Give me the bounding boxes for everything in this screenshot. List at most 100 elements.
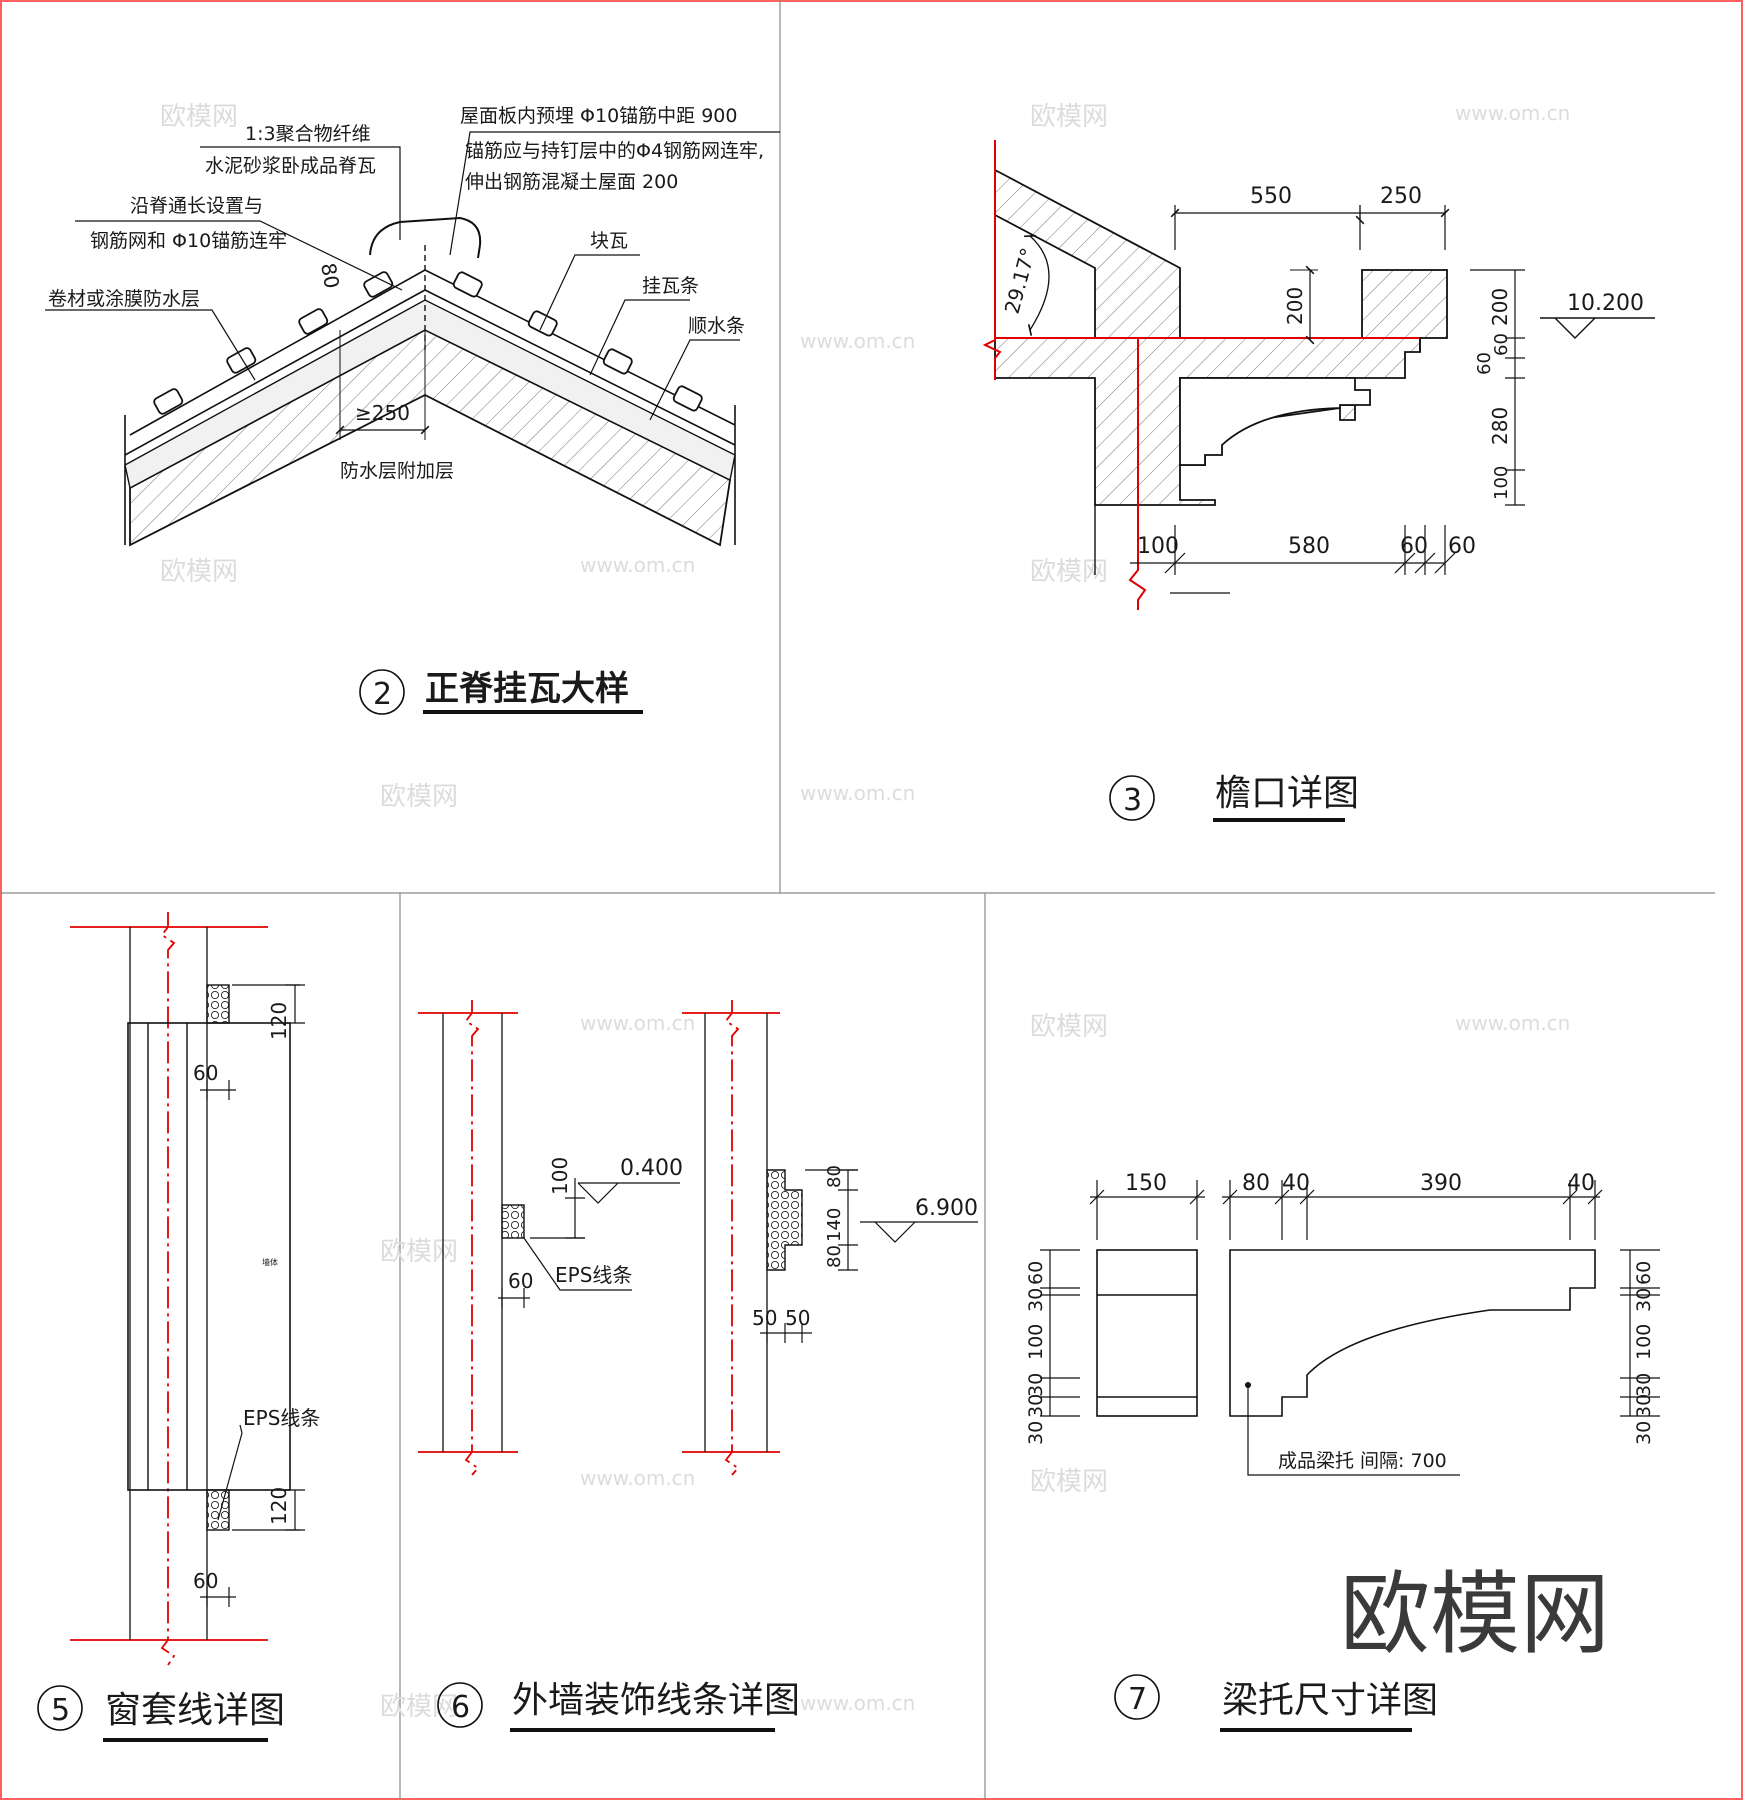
- watermark-text: 欧模网: [160, 102, 238, 132]
- watermark-text: 欧模网: [160, 557, 238, 587]
- dim-v-30b: 30: [1025, 1373, 1047, 1397]
- dim-w-40a: 40: [1282, 1171, 1310, 1196]
- callout-anchor-1: 屋面板内预埋 Φ10锚筋中距 900: [460, 105, 737, 127]
- dim-b-50a: 50: [752, 1306, 777, 1330]
- dim-w-390: 390: [1420, 1171, 1462, 1196]
- callout-tile: 块瓦: [590, 230, 628, 252]
- eps-line-b: [766, 1169, 803, 1271]
- elevation-6900: 6.900: [915, 1196, 978, 1221]
- wall-text: 墙体: [262, 1257, 278, 1267]
- watermark-url: www.om.cn: [580, 1466, 695, 1490]
- watermark-url: www.om.cn: [800, 329, 915, 353]
- watermark-url: www.om.cn: [1455, 101, 1570, 125]
- membrane-line: [124, 289, 426, 456]
- label-eps-a: EPS线条: [555, 1263, 632, 1287]
- callout-membrane: 卷材或涂膜防水层: [48, 288, 200, 310]
- detail-number: 2: [373, 677, 392, 712]
- watermark-text: 欧模网: [1030, 1467, 1108, 1497]
- dim-right-60b: 60: [1474, 352, 1495, 375]
- panel-beam-bracket: 成品梁托 间隔: 700 150 80 40 390 40: [1025, 1171, 1660, 1732]
- angle-arc: [1024, 234, 1050, 336]
- dim-v-30b-right: 30: [1633, 1373, 1655, 1397]
- watermark-url: www.om.cn: [1455, 1011, 1570, 1035]
- detail-number: 7: [1128, 1682, 1147, 1717]
- ridge-cap: [369, 216, 482, 259]
- title-block-3: 3 檐口详图: [1109, 773, 1359, 822]
- wall-b-axis: [724, 1000, 740, 1476]
- callout-additional-layer: 防水层附加层: [340, 460, 454, 482]
- detail-number-circle: [437, 1682, 483, 1728]
- bracket-note: 成品梁托 间隔: 700: [1278, 1450, 1447, 1472]
- label-eps: EPS线条: [243, 1406, 320, 1430]
- dim-v-30c: 30: [1025, 1394, 1047, 1418]
- dim-w-40b: 40: [1567, 1171, 1595, 1196]
- watermark-url: www.om.cn: [580, 553, 695, 577]
- eps-line-a: [501, 1204, 525, 1239]
- leader-note: [1247, 1385, 1460, 1476]
- eps-trim-bottom: [206, 1489, 230, 1531]
- title-block-2: 2 正脊挂瓦大样: [359, 669, 643, 715]
- dim-b-140: 140: [824, 1208, 845, 1242]
- dim-a-100: 100: [548, 1157, 572, 1195]
- watermark-text: 欧模网: [380, 1237, 458, 1267]
- watermark-text: 欧模网: [380, 782, 458, 812]
- watermark-url: www.om.cn: [800, 1691, 915, 1715]
- angle-label: 29.17°: [1000, 245, 1041, 316]
- tile-line-left: [129, 269, 426, 436]
- dim-right-280: 280: [1488, 407, 1512, 445]
- detail-title: 梁托尺寸详图: [1222, 1680, 1438, 1721]
- wall-axis-red: [160, 912, 176, 1666]
- callout-ridge-1: 沿脊通长设置与: [130, 195, 263, 217]
- watermark-text: 欧模网: [1030, 102, 1108, 132]
- dim-v-60: 60: [1025, 1261, 1047, 1285]
- membrane-line: [424, 289, 736, 446]
- dim-250: 250: [1380, 184, 1422, 209]
- dim-b-80a: 80: [824, 1165, 845, 1188]
- dim-right-100: 100: [1491, 466, 1512, 500]
- dims-top: [1170, 205, 1450, 250]
- dim-v-30a: 30: [1025, 1288, 1047, 1312]
- dim-bottom-60a: 60: [1400, 534, 1428, 559]
- eps-trim-top: [206, 984, 230, 1024]
- callout-counter-batten: 顺水条: [688, 315, 745, 337]
- dims-right: [1470, 269, 1525, 506]
- red-break-line-bottom: [1128, 338, 1147, 610]
- dim-v-30d: 30: [1025, 1421, 1047, 1445]
- dim-250: ≥250: [355, 401, 410, 425]
- dim-b-50b: 50: [785, 1306, 810, 1330]
- dim-v-30c-right: 30: [1633, 1394, 1655, 1418]
- red-break-line-left: [982, 140, 1002, 380]
- elevation-marker: [1540, 317, 1655, 339]
- title-block-5: 5 窗套线详图: [37, 1685, 285, 1742]
- tiles-right: [452, 271, 703, 412]
- dim-v-100: 100: [1025, 1324, 1047, 1360]
- detail-number: 3: [1123, 783, 1142, 818]
- dim-v-30d-right: 30: [1633, 1421, 1655, 1445]
- watermark-large: 欧模网: [1340, 1562, 1610, 1667]
- panel-window-trim: 墙体 120 60 120 60 EPS线条 5 窗套线详图: [37, 912, 320, 1742]
- title-block-6: 6 外墙装饰线条详图: [437, 1680, 800, 1732]
- dim-left-200: 200: [1283, 287, 1307, 325]
- detail-number-circle: [1109, 775, 1155, 821]
- dims-bottom: [1130, 525, 1456, 594]
- callout-anchor-2: 锚筋应与持钉层中的Φ4钢筋网连牢,: [465, 140, 764, 162]
- dim-v-100-right: 100: [1633, 1324, 1655, 1360]
- cornice-profile: [1179, 377, 1371, 466]
- callout-anchor-3: 伸出钢筋混凝土屋面 200: [465, 171, 678, 193]
- detail-number: 6: [451, 1690, 470, 1725]
- dim-top-120: 120: [267, 1002, 291, 1040]
- watermark-url: www.om.cn: [800, 781, 915, 805]
- dim-bottom-580: 580: [1288, 534, 1330, 559]
- dim-right-60a: 60: [1491, 333, 1512, 356]
- panel-wall-line: 100 0.400 60 EPS线条 80 140 80 6.900 50: [418, 1000, 978, 1732]
- dim-w-150: 150: [1125, 1171, 1167, 1196]
- dim-v-30a-right: 30: [1633, 1288, 1655, 1312]
- watermark-text: 欧模网: [1030, 1012, 1108, 1042]
- parapet-block: [1361, 269, 1448, 339]
- callout-batten: 挂瓦条: [642, 275, 699, 297]
- bracket-side: [1229, 1249, 1596, 1417]
- wall-a-axis: [464, 1000, 480, 1476]
- dim-right-200: 200: [1488, 288, 1512, 326]
- dim-a-60: 60: [508, 1269, 533, 1293]
